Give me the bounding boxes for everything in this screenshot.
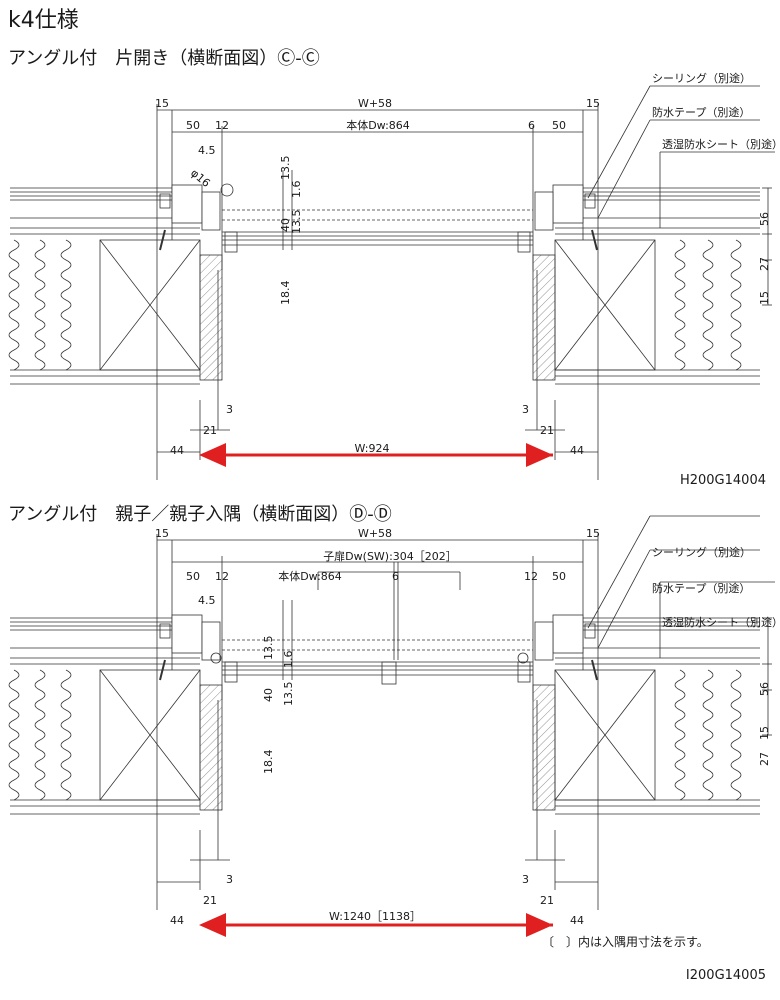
dim-1-6: 1.6 — [290, 181, 303, 199]
dim-27: 27 — [758, 257, 771, 271]
dim-r44: 44 — [570, 914, 584, 927]
page-title: k4仕様 — [8, 8, 79, 33]
label-waterproof-tape: 防水テープ（別途） — [652, 581, 750, 595]
section1-subtitle: アングル付 片開き（横断面図）Ⓒ-Ⓒ — [8, 48, 320, 69]
dim-40: 40 — [262, 688, 275, 702]
dim-l21: 21 — [203, 894, 217, 907]
dim-r3: 3 — [522, 403, 529, 416]
dim-body-width: 本体Dw:864 — [346, 118, 410, 132]
dim-left-50: 50 — [186, 119, 200, 132]
dim-left-edge: 15 — [155, 97, 169, 110]
dim-1-6: 1.6 — [282, 651, 295, 669]
dim-left-12: 12 — [215, 119, 229, 132]
dim-right-50: 50 — [552, 119, 566, 132]
dim-13-5-b: 13.5 — [290, 210, 303, 235]
dim-right-6: 6 — [528, 119, 535, 132]
dim-mid-6: 6 — [392, 570, 399, 583]
dim-15-right: 15 — [758, 726, 771, 740]
dim-body-width: 本体Dw:864 — [278, 569, 342, 583]
section1-code: H200G14004 — [679, 473, 766, 488]
dim-right-12: 12 — [524, 570, 538, 583]
label-moisture-sheet: 透湿防水シート（別途） — [662, 137, 780, 151]
dim-l3: 3 — [226, 403, 233, 416]
dim-top-total: W+58 — [358, 97, 392, 110]
dim-13-5-b: 13.5 — [282, 682, 295, 707]
dim-l44: 44 — [170, 914, 184, 927]
dim-top-total: W+58 — [358, 527, 392, 540]
label-waterproof-tape: 防水テープ（別途） — [652, 105, 750, 119]
dim-left-12: 12 — [215, 570, 229, 583]
dim-18-4: 18.4 — [262, 750, 275, 775]
dim-left-edge: 15 — [155, 527, 169, 540]
dim-width: W:924 — [355, 442, 390, 455]
dim-56: 56 — [758, 212, 771, 226]
section2-code: I200G14005 — [685, 968, 766, 983]
section2-subtitle: アングル付 親子／親子入隅（横断面図）Ⓓ-Ⓓ — [8, 504, 392, 525]
dim-13-5-a: 13.5 — [262, 636, 275, 661]
dim-r44: 44 — [570, 444, 584, 457]
dim-left-50: 50 — [186, 570, 200, 583]
dim-15-right: 15 — [758, 291, 771, 305]
dim-4-5: 4.5 — [198, 144, 216, 157]
section2-drawing: W+58 15 15 子扉Dw(SW):304［202］ 本体Dw:864 50… — [8, 515, 780, 937]
section1-drawing: W+58 15 15 本体Dw:864 50 12 6 50 4.5 φ16 1… — [8, 71, 780, 481]
dim-width: W:1240［1138］ — [329, 910, 421, 923]
dim-right-50: 50 — [552, 570, 566, 583]
label-sealing: シーリング（別途） — [652, 545, 751, 559]
dim-4-5: 4.5 — [198, 594, 216, 607]
dim-r21: 21 — [540, 894, 554, 907]
dim-27: 27 — [758, 752, 771, 766]
dim-r21: 21 — [540, 424, 554, 437]
label-sealing: シーリング（別途） — [652, 71, 751, 85]
dim-right-edge: 15 — [586, 527, 600, 540]
dim-l44: 44 — [170, 444, 184, 457]
label-moisture-sheet: 透湿防水シート（別途） — [662, 615, 780, 629]
dim-40: 40 — [279, 218, 292, 232]
dim-56: 56 — [758, 682, 771, 696]
bracket-note: 〔 〕内は入隅用寸法を示す。 — [542, 935, 709, 949]
dim-r3: 3 — [522, 873, 529, 886]
dim-child-door-width: 子扉Dw(SW):304［202］ — [323, 550, 457, 563]
dim-l21: 21 — [203, 424, 217, 437]
dim-right-edge: 15 — [586, 97, 600, 110]
dim-13-5-a: 13.5 — [279, 156, 292, 181]
hinge-circle-left — [220, 183, 234, 197]
dim-l3: 3 — [226, 873, 233, 886]
dim-18-4: 18.4 — [279, 281, 292, 306]
